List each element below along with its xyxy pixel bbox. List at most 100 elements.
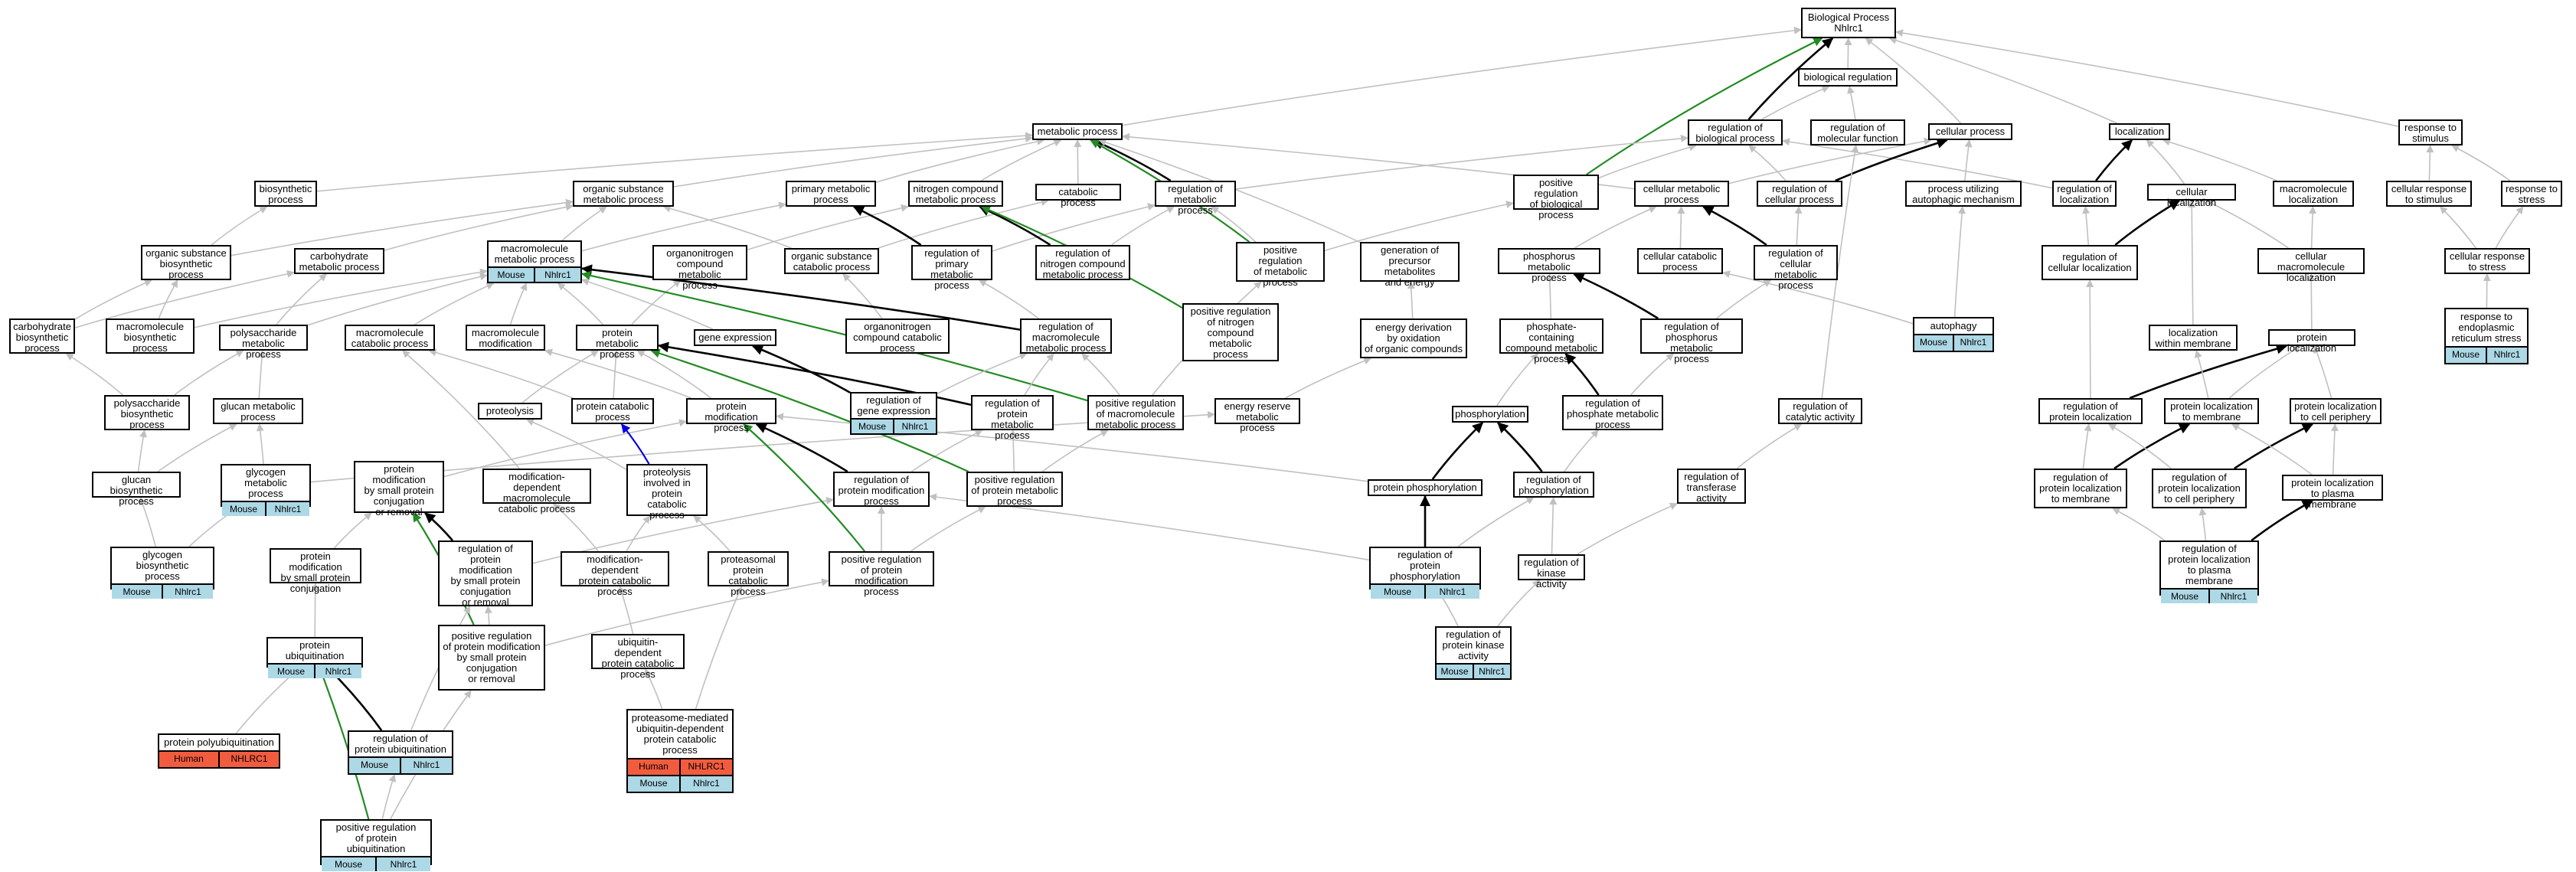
go-term-node[interactable]: biological regulation — [1798, 68, 1898, 87]
go-term-node[interactable]: response to stimulus — [2398, 119, 2463, 145]
go-term-node[interactable]: regulation of protein modification proce… — [833, 472, 930, 507]
go-term-node[interactable]: regulation of cellular localization — [2042, 245, 2138, 280]
go-term-node[interactable]: modification-dependent macromolecule cat… — [482, 469, 591, 514]
go-term-node[interactable]: positive regulation of protein modificat… — [829, 551, 934, 597]
go-term-node[interactable]: positive regulation of protein metabolic… — [966, 472, 1063, 507]
go-term-node[interactable]: proteasome-mediated ubiquitin-dependent … — [626, 709, 734, 793]
go-term-node[interactable]: generation of precursor metabolites and … — [1360, 242, 1460, 288]
go-term-node[interactable]: regulation of phosphorylation — [1513, 472, 1594, 498]
go-term-node[interactable]: macromolecule localization — [2273, 181, 2354, 207]
go-term-node[interactable]: phosphorylation — [1452, 406, 1528, 423]
go-term-node[interactable]: cellular catabolic process — [1637, 248, 1723, 274]
go-term-node[interactable]: organic substance catabolic process — [784, 248, 879, 274]
go-term-node[interactable]: regulation of catalytic activity — [1778, 398, 1862, 424]
go-term-node[interactable]: proteasomal protein catabolic process — [708, 551, 789, 597]
go-term-node[interactable]: carbohydrate biosynthetic process — [9, 318, 75, 354]
go-term-node[interactable]: positive regulation of nitrogen compound… — [1182, 303, 1279, 361]
go-term-node[interactable]: regulation of transferase activity — [1677, 469, 1746, 504]
go-term-node[interactable]: organonitrogen compound catabolic proces… — [845, 318, 950, 354]
go-term-node[interactable]: Biological Process Nhlrc1 — [1801, 8, 1896, 38]
go-term-node[interactable]: regulation of phosphorus metabolic proce… — [1640, 318, 1743, 364]
go-term-node[interactable]: protein localization to plasma membrane — [2282, 475, 2383, 510]
go-term-node[interactable]: regulation of protein metabolic process — [971, 395, 1054, 441]
go-term-node[interactable]: regulation of nitrogen compound metaboli… — [1035, 245, 1130, 280]
go-term-node[interactable]: cellular response to stimulus — [2386, 181, 2472, 207]
go-term-node[interactable]: macromolecule biosynthetic process — [106, 318, 195, 354]
go-term-node[interactable]: cellular macromolecule localization — [2257, 248, 2365, 283]
go-term-node[interactable]: energy reserve metabolic process — [1214, 398, 1300, 433]
go-term-node[interactable]: protein localization to membrane — [2164, 398, 2259, 424]
go-term-node[interactable]: protein modification process — [686, 398, 776, 433]
go-term-node[interactable]: cellular localization — [2147, 184, 2236, 208]
go-term-node[interactable]: positive regulation of protein modificat… — [438, 625, 545, 691]
go-term-node[interactable]: cellular metabolic process — [1634, 181, 1729, 207]
go-term-node[interactable]: polysaccharide metabolic process — [219, 325, 308, 360]
go-term-node[interactable]: cellular process — [1928, 123, 2012, 140]
go-term-node[interactable]: protein modification by small protein co… — [270, 548, 361, 594]
go-term-node[interactable]: regulation of cellular process — [1757, 181, 1842, 207]
go-term-node[interactable]: protein metabolic process — [576, 325, 659, 360]
go-term-node[interactable]: glucan biosynthetic process — [92, 472, 181, 507]
go-term-node[interactable]: regulation of kinase activity — [1518, 554, 1585, 589]
go-term-node[interactable]: protein localization — [2268, 329, 2355, 354]
go-term-node[interactable]: process utilizing autophagic mechanism — [1905, 181, 2022, 207]
go-term-node[interactable]: positive regulation of metabolic process — [1236, 242, 1325, 288]
go-term-node[interactable]: regulation of protein modification by sm… — [438, 541, 533, 608]
go-term-node[interactable]: organic substance metabolic process — [573, 181, 674, 207]
go-term-node[interactable]: localization — [2109, 123, 2170, 140]
go-term-node[interactable]: gene expression — [694, 329, 776, 346]
go-term-node[interactable]: regulation of primary metabolic process — [911, 245, 992, 291]
go-term-node[interactable]: response to endoplasmic reticulum stress… — [2444, 308, 2529, 364]
go-term-node[interactable]: positive regulation of protein ubiquitin… — [320, 819, 432, 871]
go-term-node[interactable]: cellular response to stress — [2444, 248, 2530, 274]
go-term-node[interactable]: macromolecule catabolic process — [345, 325, 435, 351]
go-term-node[interactable]: nitrogen compound metabolic process — [908, 181, 1003, 207]
go-term-node[interactable]: energy derivation by oxidation of organi… — [1360, 318, 1467, 358]
go-term-node[interactable]: protein localization to cell periphery — [2290, 398, 2381, 424]
go-term-node[interactable]: glucan metabolic process — [213, 398, 303, 424]
go-term-node[interactable]: organic substance biosynthetic process — [141, 245, 231, 280]
go-term-node[interactable]: phosphorus metabolic process — [1498, 248, 1600, 283]
go-term-node[interactable]: localization within membrane — [2149, 325, 2238, 351]
go-term-node[interactable]: modification-dependent protein catabolic… — [561, 551, 669, 597]
go-term-node[interactable]: carbohydrate metabolic process — [294, 248, 384, 274]
go-term-node[interactable]: metabolic process — [1032, 123, 1123, 140]
go-term-node[interactable]: biosynthetic process — [254, 181, 317, 207]
go-term-node[interactable]: catabolic process — [1035, 184, 1121, 208]
go-term-node[interactable]: regulation of macromolecule metabolic pr… — [1020, 318, 1112, 354]
go-term-node[interactable]: primary metabolic process — [786, 181, 876, 207]
go-term-node[interactable]: regulation of protein localization to pl… — [2159, 541, 2259, 603]
go-term-node[interactable]: positive regulation of biological proces… — [1513, 175, 1599, 220]
go-term-node[interactable]: regulation of protein localization to ce… — [2152, 469, 2247, 508]
go-term-node[interactable]: regulation of cellular metabolic process — [1754, 245, 1838, 291]
go-term-node[interactable]: protein catabolic process — [571, 398, 654, 424]
go-term-node[interactable]: organonitrogen compound metabolic proces… — [652, 245, 747, 291]
go-term-node[interactable]: regulation of molecular function — [1810, 119, 1905, 145]
go-term-node[interactable]: regulation of phosphate metabolic proces… — [1562, 395, 1663, 430]
go-term-node[interactable]: macromolecule modification — [466, 325, 545, 351]
go-term-node[interactable]: response to stress — [2501, 181, 2562, 207]
go-term-node[interactable]: regulation of localization — [2052, 181, 2117, 207]
go-term-node[interactable]: polysaccharide biosynthetic process — [104, 395, 190, 430]
go-term-node[interactable]: phosphate-containing compound metabolic … — [1499, 318, 1603, 364]
go-term-node[interactable]: regulation of metabolic process — [1155, 181, 1236, 216]
go-term-node[interactable]: proteolysis — [478, 403, 542, 420]
go-term-node[interactable]: ubiquitin-dependent protein catabolic pr… — [591, 634, 685, 680]
go-term-node[interactable]: regulation of biological process — [1688, 119, 1783, 145]
go-term-node[interactable]: protein modification by small protein co… — [354, 461, 444, 518]
go-term-node[interactable]: regulation of protein localization to me… — [2034, 469, 2127, 508]
go-term-node[interactable]: regulation of protein localization — [2038, 398, 2143, 424]
go-term-node[interactable]: protein phosphorylation — [1368, 479, 1483, 496]
go-term-node[interactable]: positive regulation of macromolecule met… — [1087, 395, 1184, 430]
go-term-node[interactable]: proteolysis involved in protein cataboli… — [626, 464, 708, 521]
